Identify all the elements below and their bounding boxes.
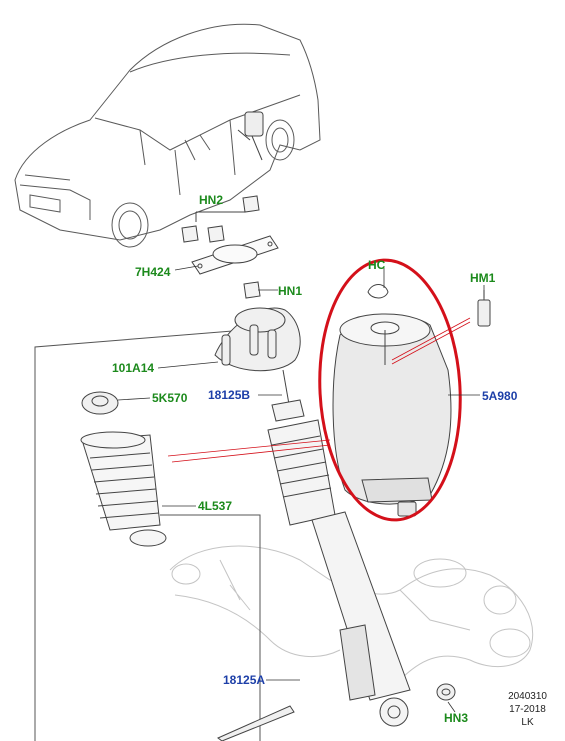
label-hc: HC [368,258,386,272]
highlight-ellipse [318,258,462,522]
label-hn2: HN2 [199,193,224,207]
hn3-nut [436,683,456,701]
label-5k570: 5K570 [152,391,188,405]
reference-initials: LK [521,717,534,728]
label-18125b: 18125B [208,388,251,402]
assembly-bracket-line [34,329,246,741]
label-5a980: 5A980 [482,389,518,403]
label-18125a: 18125A [223,673,266,687]
reference-number: 2040310 [508,691,547,702]
label-4l537: 4L537 [198,499,233,513]
assembly-bracket-line-inner [160,514,261,741]
label-101a14: 101A14 [112,361,155,375]
diagram-reference: 2040310 17-2018 LK [508,690,547,729]
shock-top-rod [271,369,305,422]
reference-date: 17-2018 [509,704,546,715]
bump-stop-cap [81,391,119,415]
label-7h424: 7H424 [135,265,171,279]
label-hn1: HN1 [278,284,303,298]
hc-clip [367,284,389,299]
lower-bolt [217,705,295,741]
top-mount [214,307,301,372]
hm1-valve [477,290,491,327]
rear-subframe-ghost [169,545,534,691]
dust-boot [80,431,167,547]
hn2-nuts [181,195,260,243]
vehicle-outline [14,23,321,248]
hn1-nut [243,281,261,299]
label-hn3: HN3 [444,711,469,725]
vehicle-strut-callout [237,111,264,161]
leader-lines [117,265,485,713]
gasket-plate [191,235,279,275]
label-hm1: HM1 [470,271,496,285]
shock-absorber [267,419,411,727]
highlight-pointer-lines [167,317,471,463]
air-spring [332,313,452,517]
